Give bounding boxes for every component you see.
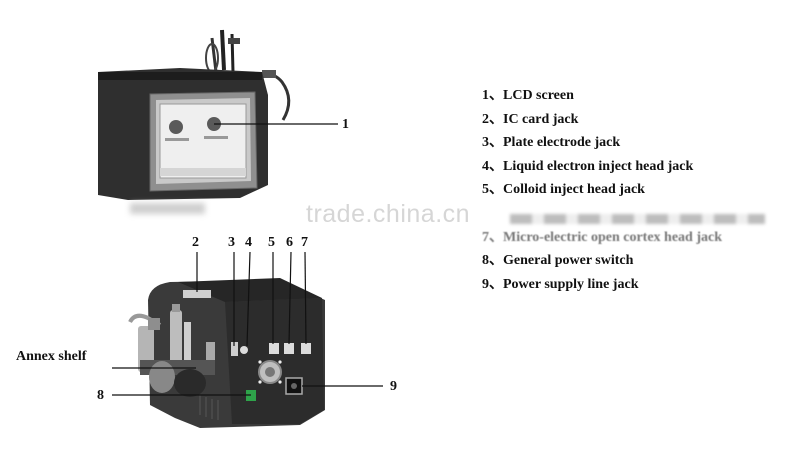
callout-8: 8 — [97, 388, 104, 403]
callout-2: 2 — [192, 235, 199, 250]
ic-card-slot — [183, 290, 211, 298]
blurred-band — [130, 203, 205, 214]
legend-item: 8、General power switch — [482, 253, 634, 269]
legend-item-obscured — [482, 202, 722, 226]
legend-item: 1、LCD screen — [482, 88, 574, 103]
jack-6-icon — [284, 343, 294, 354]
legend-item: 2、IC card jack — [482, 111, 579, 127]
component-legend: 1、LCD screen 2、IC card jack 3、Plate elec… — [482, 84, 722, 296]
jack-4-icon — [240, 346, 248, 354]
jack-7-icon — [301, 343, 311, 354]
bottom-device — [112, 251, 383, 428]
top-device — [98, 29, 338, 200]
panel-connector-icon — [258, 360, 282, 384]
legend-item: 3、Plate electrode jack — [482, 135, 621, 151]
callout-4: 4 — [245, 235, 252, 250]
jack-3-icon — [231, 342, 238, 356]
annex-shelf-label: Annex shelf — [16, 349, 87, 364]
watermark: trade.china.cn — [306, 200, 471, 228]
callout-6: 6 — [286, 235, 293, 250]
lcd-screen — [159, 103, 247, 179]
legend-item: 5、Colloid inject head jack — [482, 182, 645, 198]
handpiece-holder-icon — [205, 29, 291, 121]
legend-item: 9、Power supply line jack — [482, 276, 639, 292]
obscured-legend-line — [510, 214, 765, 224]
legend-item: 4、Liquid electron inject head jack — [482, 158, 694, 174]
callout-7: 7 — [301, 235, 308, 250]
legend-item: 7、Micro-electric open cortex head jack — [482, 229, 722, 245]
callout-3: 3 — [228, 235, 235, 250]
jack-5-icon — [269, 343, 279, 354]
callout-1: 1 — [342, 117, 349, 132]
callout-5: 5 — [268, 235, 275, 250]
callout-9: 9 — [390, 379, 397, 394]
